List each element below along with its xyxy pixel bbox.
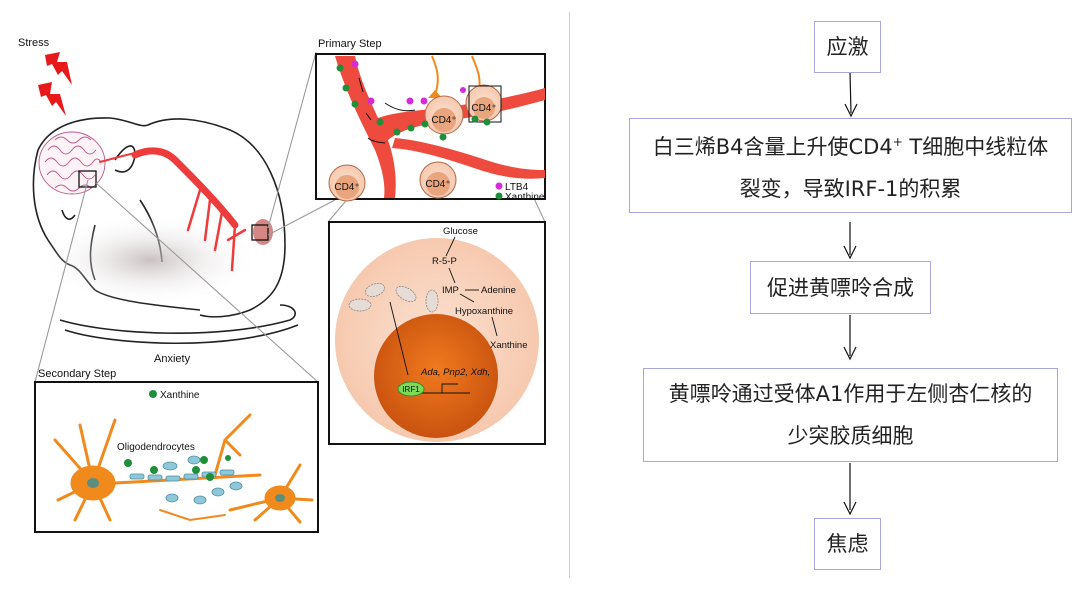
metabolic-pathway-inset: Glucose R-5-P IMP Adenine Hypoxanthine X… [328,221,546,445]
primary-step-inset: CD4⁺ CD4⁺ CD4⁺ CD4⁺ [315,53,546,203]
panel-divider [569,12,570,578]
primary-step-label: Primary Step [318,38,382,50]
svg-text:Hypoxanthine: Hypoxanthine [455,306,513,317]
flow-step-text-line2: 少突胶质细胞 [787,424,914,448]
stress-label: Stress [18,37,50,49]
flow-step-text-line1: 白三烯B4含量上升使CD4+ T细胞中线粒体 [652,135,1049,159]
secondary-step-label: Secondary Step [38,368,116,380]
brain-zoom-box [78,170,97,188]
svg-text:Oligodendrocytes: Oligodendrocytes [117,442,195,453]
svg-text:Xanthine: Xanthine [490,340,528,351]
brain-icon [38,131,106,195]
svg-text:Glucose: Glucose [443,226,478,237]
vessel-icon [99,147,247,272]
flow-step-text-line1: 黄嘌呤通过受体A1作用于左侧杏仁核的 [668,382,1033,406]
svg-text:CD4⁺: CD4⁺ [334,182,359,193]
lymph-node-zoom-box [251,224,269,241]
flow-step-text: 焦虑 [826,532,869,556]
svg-text:Adenine: Adenine [481,285,516,296]
svg-text:LTB4: LTB4 [505,182,529,193]
svg-text:IRF1: IRF1 [402,385,420,394]
flowchart: 应激 白三烯B4含量上升使CD4+ T细胞中线粒体 裂变，导致IRF-1的积累 … [580,0,1080,592]
flow-step-ltb4-mitochondria: 白三烯B4含量上升使CD4+ T细胞中线粒体 裂变，导致IRF-1的积累 [629,118,1072,213]
svg-text:CD4⁺: CD4⁺ [471,103,496,114]
flowchart-arrows [843,71,858,516]
flow-step-text-line2: 裂变，导致IRF-1的积累 [739,177,962,201]
flow-step-text: 应激 [826,35,869,59]
svg-text:Ada, Pnp2, Xdh,: Ada, Pnp2, Xdh, [420,367,490,378]
anxiety-label: Anxiety [154,353,191,365]
svg-text:CD4⁺: CD4⁺ [431,115,456,126]
svg-text:IMP: IMP [442,285,459,296]
flow-step-a1-receptor: 黄嘌呤通过受体A1作用于左侧杏仁核的 少突胶质细胞 [643,368,1058,462]
mechanism-figure: CD4⁺ CD4⁺ CD4⁺ CD4⁺ [18,37,546,533]
flow-step-xanthine-synthesis: 促进黄嘌呤合成 [750,261,931,314]
flow-step-anxiety: 焦虑 [814,518,881,570]
flow-step-stress: 应激 [814,21,881,73]
svg-text:R-5-P: R-5-P [432,256,457,267]
svg-text:Xanthine: Xanthine [160,390,200,401]
secondary-step-inset: Xanthine Oligodendrocytes [34,381,319,533]
stress-lightning-icon [38,52,72,116]
svg-text:CD4⁺: CD4⁺ [425,179,450,190]
figure-canvas: CD4⁺ CD4⁺ CD4⁺ CD4⁺ [18,37,546,533]
flow-step-text: 促进黄嘌呤合成 [767,275,914,300]
svg-text:Xanthine: Xanthine [505,192,545,203]
